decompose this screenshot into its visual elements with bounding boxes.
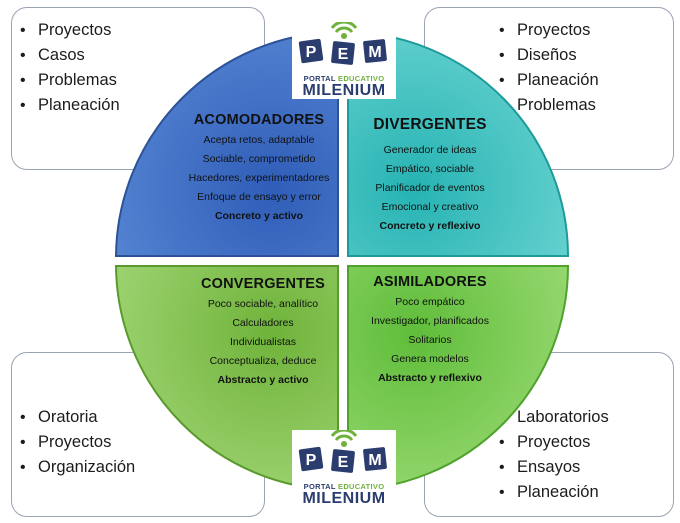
- divergentes-panel: DIVERGENTES Generador de ideas Empático,…: [362, 116, 498, 239]
- trait: Calculadores: [232, 317, 294, 329]
- list-item: Organización: [12, 455, 264, 480]
- quadrant-summary: Concreto y reflexivo: [379, 220, 481, 232]
- list-item: Planeación: [12, 93, 264, 118]
- quadrant-title: CONVERGENTES: [200, 276, 326, 292]
- pem-logo-icon: P E M: [298, 20, 387, 65]
- trait: Enfoque de ensayo y error: [197, 191, 321, 203]
- quadrant-title: ASIMILADORES: [373, 274, 487, 290]
- trait: Planificador de eventos: [375, 182, 485, 194]
- quadrant-title: ACOMODADORES: [193, 112, 325, 128]
- list-item: Ensayos: [491, 455, 673, 480]
- logo-letter-m: M: [368, 44, 381, 61]
- trait: Hacedores, experimentadores: [188, 172, 330, 184]
- list-item: Proyectos: [12, 18, 264, 43]
- convergentes-panel: CONVERGENTES Poco sociable, analítico Ca…: [196, 276, 330, 393]
- asimiladores-panel: ASIMILADORES Poco empático Investigador,…: [362, 274, 498, 391]
- logo-educativo-word: EDUCATIVO: [338, 74, 385, 83]
- logo-portal-word: PORTAL: [303, 74, 336, 83]
- trait: Sociable, comprometido: [202, 153, 316, 165]
- bottom-right-activities-box: Laboratorios Proyectos Ensayos Planeació…: [424, 352, 674, 517]
- logo-portal-line: PORTAL EDUCATIVO: [292, 74, 396, 83]
- logo-portal-word: PORTAL: [303, 482, 336, 491]
- trait: Generador de ideas: [383, 144, 477, 156]
- list-item: Planeación: [491, 480, 673, 505]
- list-item: Proyectos: [491, 430, 673, 455]
- list-item: Diseños: [491, 43, 673, 68]
- logo-letter-e: E: [338, 46, 349, 63]
- trait: Conceptualiza, deduce: [209, 355, 317, 367]
- logo-educativo-word: EDUCATIVO: [338, 482, 385, 491]
- trait: Empático, sociable: [385, 163, 475, 175]
- quadrant-title: DIVERGENTES: [373, 116, 487, 133]
- list-item: Proyectos: [12, 430, 264, 455]
- trait: Genera modelos: [391, 353, 469, 365]
- logo-portal-line: PORTAL EDUCATIVO: [292, 482, 396, 491]
- logo-milenium-word: MILENIUM: [302, 490, 386, 507]
- list-item: Planeación: [491, 68, 673, 93]
- quadrant-summary: Concreto y activo: [214, 210, 304, 222]
- quadrant-summary: Abstracto y reflexivo: [378, 372, 482, 384]
- list-item: Oratoria: [12, 405, 264, 430]
- logo-letter-p: P: [306, 44, 317, 61]
- trait: Emocional y creativo: [381, 201, 479, 213]
- trait: Individualistas: [230, 336, 296, 348]
- logo-milenium-word: MILENIUM: [302, 82, 386, 99]
- trait: Poco empático: [395, 296, 465, 308]
- logo-letter-p: P: [306, 452, 317, 469]
- logo-letter-m: M: [368, 452, 381, 469]
- logo-letter-e: E: [338, 454, 349, 471]
- trait: Solitarios: [408, 334, 452, 346]
- portal-milenium-logo: P E M PORTAL EDUCATIVO MILENIUM: [292, 20, 396, 99]
- pem-logo-icon: P E M: [298, 428, 387, 473]
- list-item: Problemas: [12, 68, 264, 93]
- list-item: Casos: [12, 43, 264, 68]
- list-item: Proyectos: [491, 18, 673, 43]
- portal-milenium-logo: P E M PORTAL EDUCATIVO MILENIUM: [292, 428, 396, 507]
- quadrant-summary: Abstracto y activo: [217, 374, 309, 386]
- trait: Acepta retos, adaptable: [203, 134, 315, 146]
- acomodadores-panel: ACOMODADORES Acepta retos, adaptable Soc…: [188, 112, 330, 229]
- trait: Poco sociable, analítico: [207, 298, 319, 310]
- trait: Investigador, planificados: [371, 315, 489, 327]
